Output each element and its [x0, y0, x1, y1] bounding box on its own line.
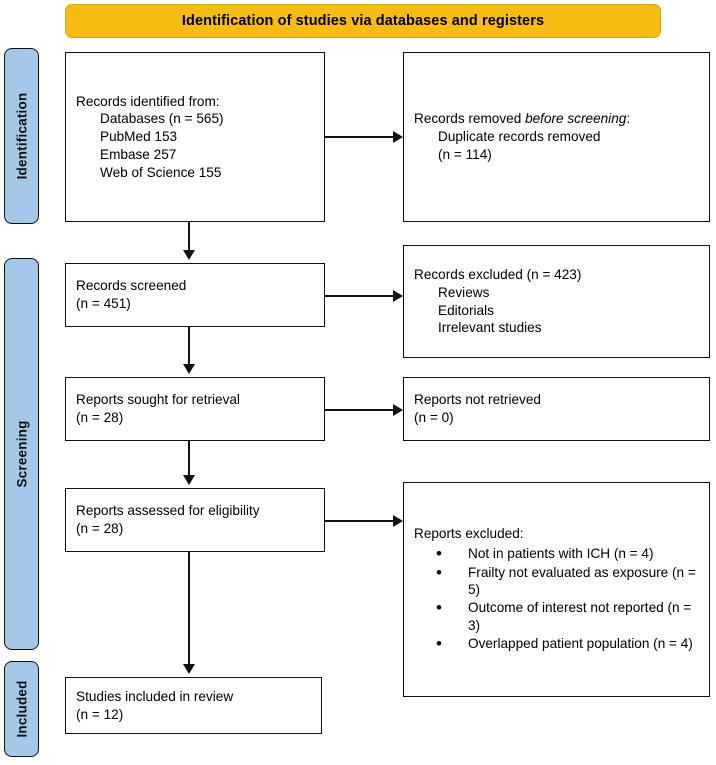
box-records-screened: Records screened (n = 451): [65, 263, 325, 327]
box-reports-excluded: Reports excluded: Not in patients with I…: [403, 482, 710, 697]
records-identified-item-pubmed: PubMed 153: [100, 129, 178, 145]
records-removed-item-duplicates: Duplicate records removed: [438, 129, 601, 145]
records-identified-item-embase: Embase 257: [100, 146, 177, 162]
box-records-excluded: Records excluded (n = 423) Reviews Edito…: [403, 245, 710, 358]
records-screened-label: Records screened: [76, 278, 187, 294]
arrowhead-assessed-to-included: [183, 664, 195, 674]
reports-assessed-label: Reports assessed for eligibility: [76, 503, 260, 519]
connector-sought-to-not-retrieved: [325, 409, 393, 411]
studies-included-label: Studies included in review: [76, 688, 234, 704]
arrowhead-screened-to-excluded: [393, 290, 403, 302]
stage-rail-identification: Identification: [4, 48, 39, 224]
records-excluded-item-reviews: Reviews: [438, 284, 490, 300]
reports-not-retrieved-count: (n = 0): [414, 410, 454, 425]
reports-excluded-reason-list: Not in patients with ICH (n = 4) Frailty…: [414, 543, 699, 655]
records-removed-heading: Records removed before screening:: [414, 110, 699, 128]
stage-rail-included-label: Included: [14, 680, 29, 738]
stage-rail-screening: Screening: [4, 258, 39, 650]
connector-assessed-to-excluded-reports: [325, 520, 393, 522]
reports-excluded-reason-item: Outcome of interest not reported (n = 3): [414, 597, 699, 634]
records-removed-heading-prefix: Records removed: [414, 111, 526, 127]
box-records-identified: Records identified from: Databases (n = …: [65, 52, 325, 222]
box-studies-included: Studies included in review (n = 12): [65, 677, 322, 734]
connector-sought-to-assessed: [188, 441, 190, 477]
reports-assessed-count: (n = 28): [76, 521, 124, 536]
reports-excluded-reason-item: Not in patients with ICH (n = 4): [414, 543, 699, 565]
arrowhead-sought-to-not-retrieved: [393, 404, 403, 416]
box-reports-not-retrieved: Reports not retrieved (n = 0): [403, 377, 710, 441]
box-reports-sought: Reports sought for retrieval (n = 28): [65, 377, 325, 441]
arrowhead-screened-to-sought: [183, 364, 195, 374]
connector-assessed-to-included: [188, 552, 190, 665]
box-reports-assessed: Reports assessed for eligibility (n = 28…: [65, 488, 325, 552]
studies-included-count: (n = 12): [76, 706, 124, 722]
reports-excluded-reason-item: Frailty not evaluated as exposure (n = 5…: [414, 562, 699, 599]
connector-identified-to-removed: [325, 136, 393, 138]
records-screened-count: (n = 451): [76, 296, 131, 311]
arrowhead-identified-to-removed: [393, 131, 403, 143]
stage-rail-screening-label: Screening: [14, 420, 29, 488]
records-removed-item-count: (n = 114): [438, 146, 492, 162]
diagram-banner-title: Identification of studies via databases …: [65, 4, 661, 38]
arrowhead-sought-to-assessed: [183, 475, 195, 485]
stage-rail-included: Included: [4, 661, 39, 757]
records-identified-item-databases: Databases (n = 565): [100, 111, 224, 127]
reports-sought-count: (n = 28): [76, 410, 124, 425]
records-identified-heading: Records identified from:: [76, 93, 220, 109]
stage-rail-identification-label: Identification: [14, 92, 29, 180]
reports-not-retrieved-label: Reports not retrieved: [414, 392, 541, 408]
box-records-removed: Records removed before screening: Duplic…: [403, 52, 710, 222]
connector-identified-to-screened: [188, 222, 190, 252]
reports-excluded-heading: Reports excluded:: [414, 526, 524, 542]
records-identified-item-webofscience: Web of Science 155: [100, 164, 222, 180]
connector-screened-to-excluded: [325, 295, 393, 297]
records-excluded-heading: Records excluded (n = 423): [414, 267, 582, 283]
records-excluded-item-irrelevant: Irrelevant studies: [438, 320, 542, 336]
reports-sought-label: Reports sought for retrieval: [76, 392, 240, 408]
arrowhead-assessed-to-excluded-reports: [393, 515, 403, 527]
reports-excluded-reason-item: Overlapped patient population (n = 4): [414, 633, 699, 655]
connector-screened-to-sought: [188, 327, 190, 365]
records-removed-heading-italic: before screening: [525, 111, 627, 127]
arrowhead-identified-to-screened: [183, 250, 195, 260]
records-excluded-item-editorials: Editorials: [438, 302, 494, 318]
records-removed-heading-suffix: :: [626, 111, 631, 127]
